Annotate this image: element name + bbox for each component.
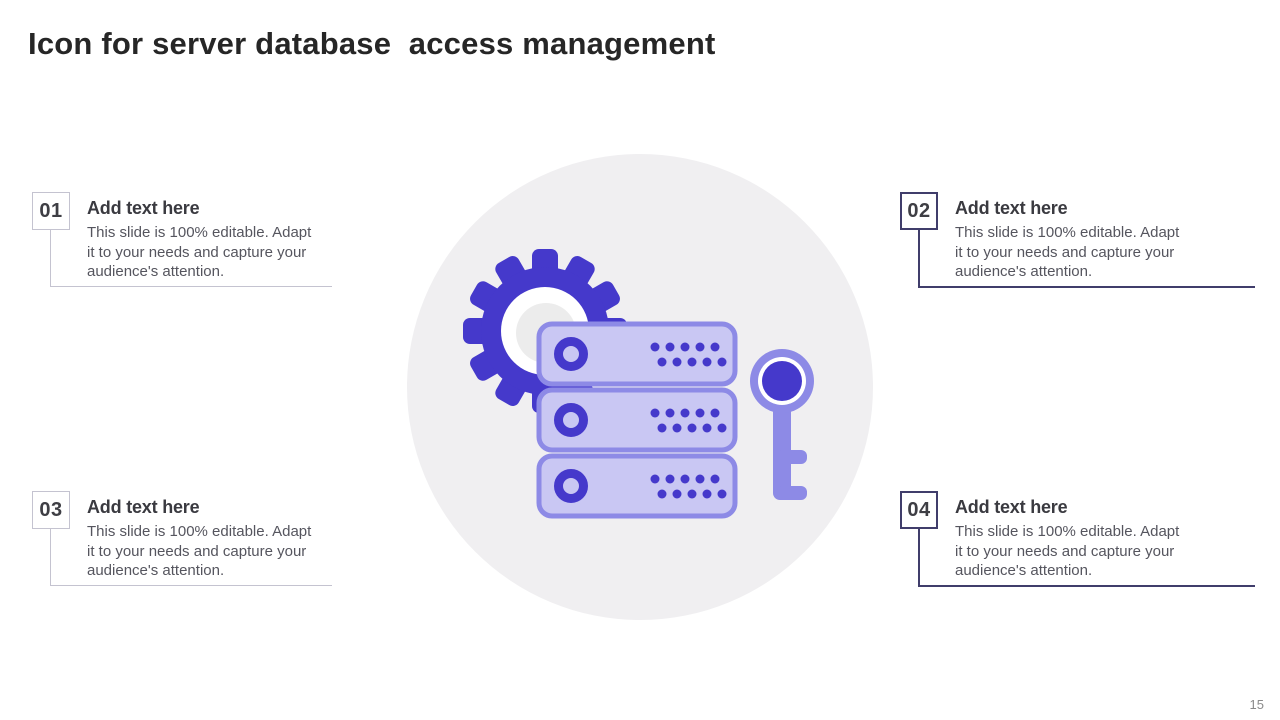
connector-hline xyxy=(50,286,332,287)
drive-ring-icon xyxy=(554,403,588,437)
drive-ring-icon xyxy=(554,469,588,503)
connector-hline xyxy=(918,585,1255,587)
connector-vline xyxy=(918,529,920,586)
block-body[interactable]: This slide is 100% editable. Adapt it to… xyxy=(87,523,312,579)
drive-ring-icon xyxy=(554,337,588,371)
block-02: 02 Add text here This slide is 100% edit… xyxy=(900,192,1255,312)
block-heading[interactable]: Add text here xyxy=(87,497,200,517)
page-number: 15 xyxy=(1249,697,1264,712)
block-03: 03 Add text here This slide is 100% edit… xyxy=(32,491,372,611)
key-icon xyxy=(750,349,814,500)
number-label: 01 xyxy=(39,199,63,222)
block-01: 01 Add text here This slide is 100% edit… xyxy=(32,192,372,312)
number-box: 01 xyxy=(32,192,70,230)
server-bar xyxy=(536,321,738,387)
server-bar xyxy=(536,387,738,453)
server-stack-icon xyxy=(536,321,738,519)
block-heading[interactable]: Add text here xyxy=(87,198,200,218)
center-illustration xyxy=(405,150,875,620)
server-bar xyxy=(536,453,738,519)
block-heading[interactable]: Add text here xyxy=(955,497,1068,517)
server-database-access-icon xyxy=(407,154,873,620)
block-body[interactable]: This slide is 100% editable. Adapt it to… xyxy=(955,523,1180,579)
connector-vline xyxy=(50,230,51,287)
number-box: 03 xyxy=(32,491,70,529)
number-label: 02 xyxy=(907,199,931,222)
connector-vline xyxy=(918,230,920,287)
number-box: 02 xyxy=(900,192,938,230)
connector-hline xyxy=(50,585,332,586)
page-title: Icon for server database access manageme… xyxy=(28,26,716,61)
block-body[interactable]: This slide is 100% editable. Adapt it to… xyxy=(955,224,1180,280)
drive-dots xyxy=(650,342,727,367)
drive-dots xyxy=(650,474,727,499)
number-label: 04 xyxy=(907,498,931,521)
drive-dots xyxy=(650,408,727,433)
block-body[interactable]: This slide is 100% editable. Adapt it to… xyxy=(87,224,312,280)
connector-vline xyxy=(50,529,51,586)
number-box: 04 xyxy=(900,491,938,529)
number-label: 03 xyxy=(39,498,63,521)
block-04: 04 Add text here This slide is 100% edit… xyxy=(900,491,1255,611)
block-heading[interactable]: Add text here xyxy=(955,198,1068,218)
connector-hline xyxy=(918,286,1255,288)
